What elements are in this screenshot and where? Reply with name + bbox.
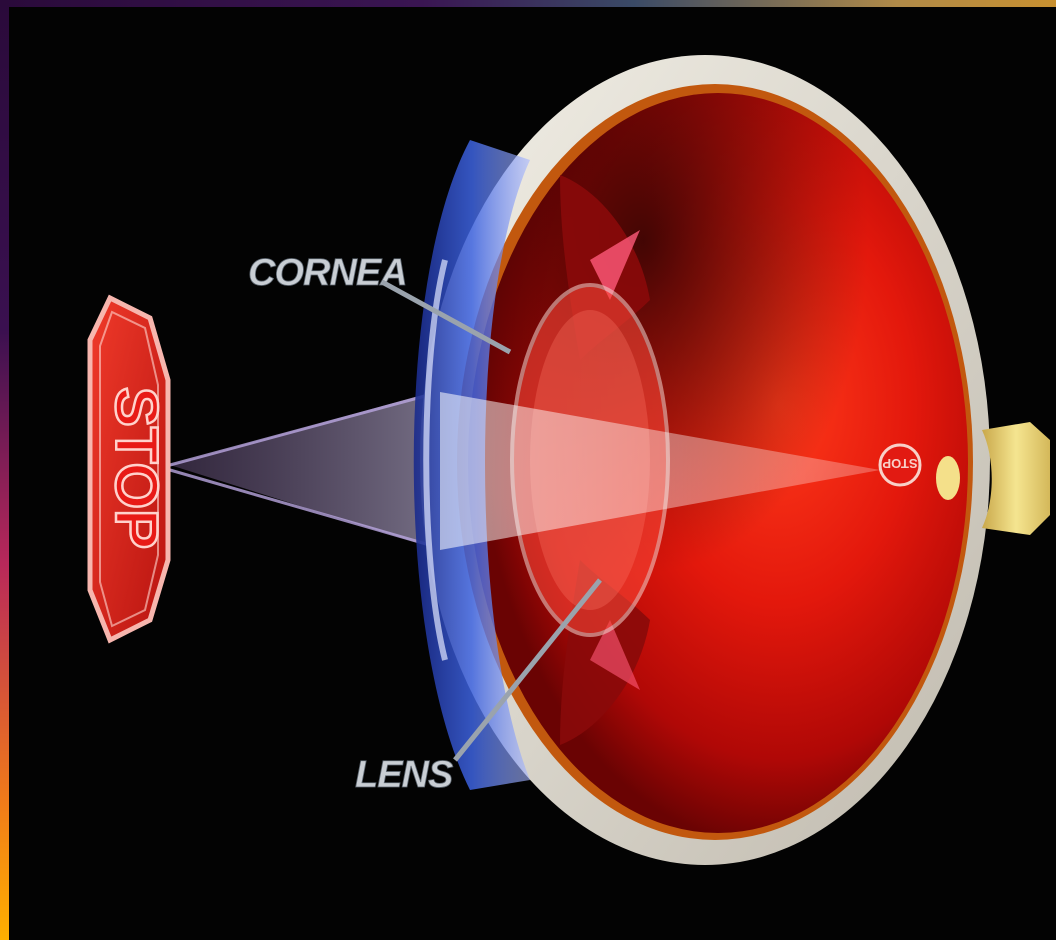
stop-sign-text: STOP — [103, 387, 170, 549]
optic-disc — [936, 456, 960, 500]
stop-sign: STOP — [90, 298, 170, 640]
retina-image: STOP — [880, 445, 920, 485]
optic-nerve — [982, 422, 1050, 535]
lens-label: LENS — [355, 754, 453, 796]
retina-image-text: STOP — [882, 456, 917, 471]
light-rays — [170, 390, 440, 550]
cornea-label: CORNEA — [248, 252, 407, 294]
